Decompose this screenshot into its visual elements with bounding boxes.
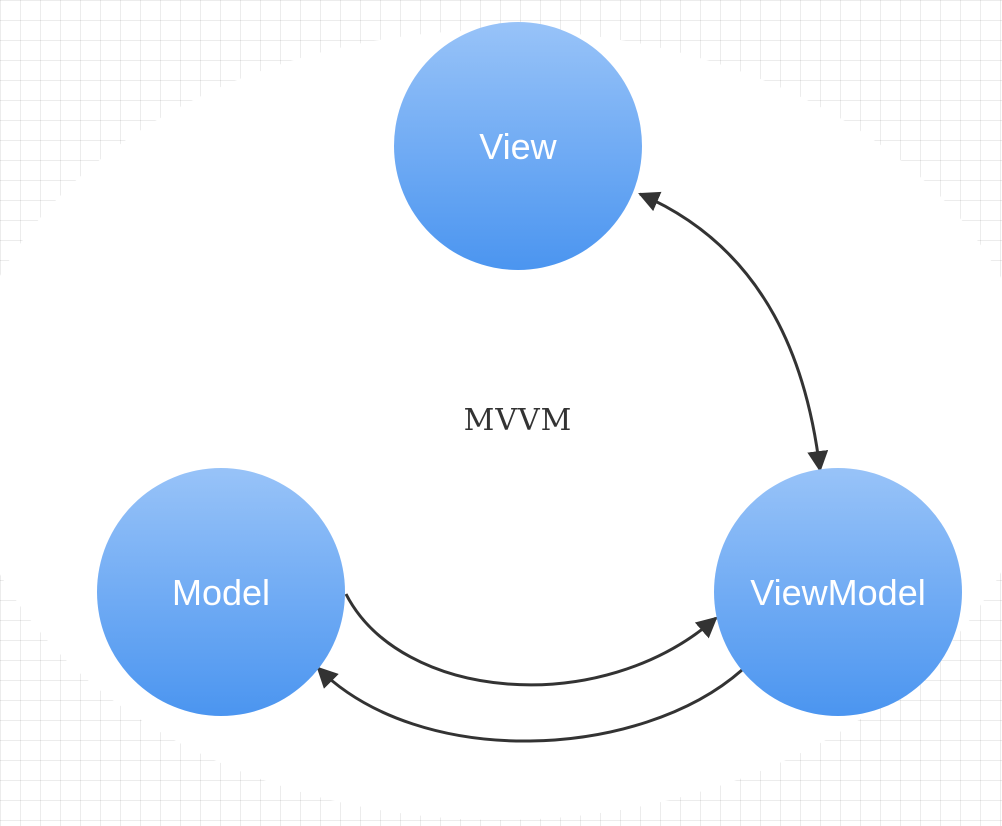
model-node-label: Model bbox=[172, 572, 270, 613]
view-node-label: View bbox=[479, 126, 557, 167]
viewmodel-to-model-edge bbox=[316, 666, 743, 743]
view-node: View bbox=[394, 22, 642, 270]
model-node: Model bbox=[97, 468, 345, 716]
view-viewmodel-edge bbox=[638, 191, 829, 473]
viewmodel-node: ViewModel bbox=[714, 468, 962, 716]
view-node-circle bbox=[394, 22, 642, 270]
center-title: MVVM bbox=[464, 403, 573, 438]
model-node-circle bbox=[97, 468, 345, 716]
model-to-viewmodel-edge bbox=[344, 593, 718, 687]
viewmodel-node-label: ViewModel bbox=[750, 572, 925, 613]
viewmodel-node-circle bbox=[714, 468, 962, 716]
